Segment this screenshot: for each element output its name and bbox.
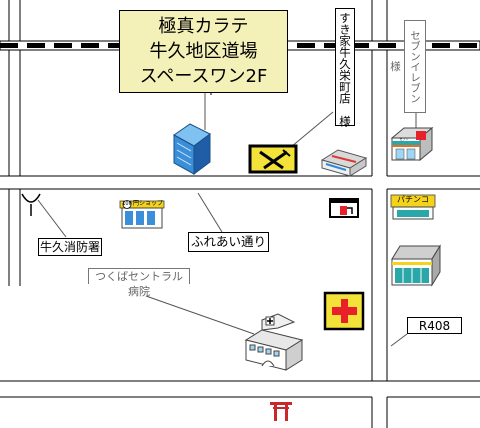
- seven-eleven-label: セブンイレブン 様: [389, 20, 426, 114]
- fire-station-icon: [21, 193, 41, 216]
- dojo-sign: 極真カラテ 牛久地区道場 スペースワン2F: [119, 10, 288, 93]
- hospital-cross-icon: [323, 291, 365, 331]
- pachinko-sign-text: パチンコ: [397, 195, 429, 204]
- route-label: R408: [407, 317, 462, 334]
- restaurant-knife-fork-icon: [248, 144, 298, 174]
- hospital-building-icon: [244, 313, 304, 371]
- hospital-label: つくばセントラル 病院: [88, 268, 190, 300]
- shop-icon: [320, 149, 368, 177]
- seven-sign-text: セブン: [399, 138, 409, 141]
- dojo-name: 極真カラテ: [158, 16, 249, 37]
- gas-station-icon: [329, 198, 359, 218]
- convenience-store-icon: [390, 126, 434, 162]
- hospital-name-line1: つくばセントラル: [88, 268, 190, 284]
- supermarket-icon: [391, 244, 441, 287]
- sukiya-label: すき家牛久栄町店 様: [335, 8, 355, 127]
- torii-shrine-icon: [270, 402, 292, 421]
- dojo-branch: 牛久地区道場: [149, 41, 258, 62]
- dojo-building-floor: スペースワン2F: [139, 66, 268, 87]
- fire-station-label: 牛久消防署: [38, 238, 102, 256]
- hundred-yen-badge-text: 100: [122, 201, 132, 207]
- hospital-name-line2: 病院: [128, 285, 150, 298]
- fureai-street-label: ふれあい通り: [188, 232, 269, 252]
- office-building-icon: [173, 123, 211, 175]
- hundred-yen-shop-icon: [119, 200, 165, 229]
- pachinko-parlor-icon: [390, 194, 436, 220]
- hundred-yen-sign-text: 円ショップ: [133, 200, 163, 207]
